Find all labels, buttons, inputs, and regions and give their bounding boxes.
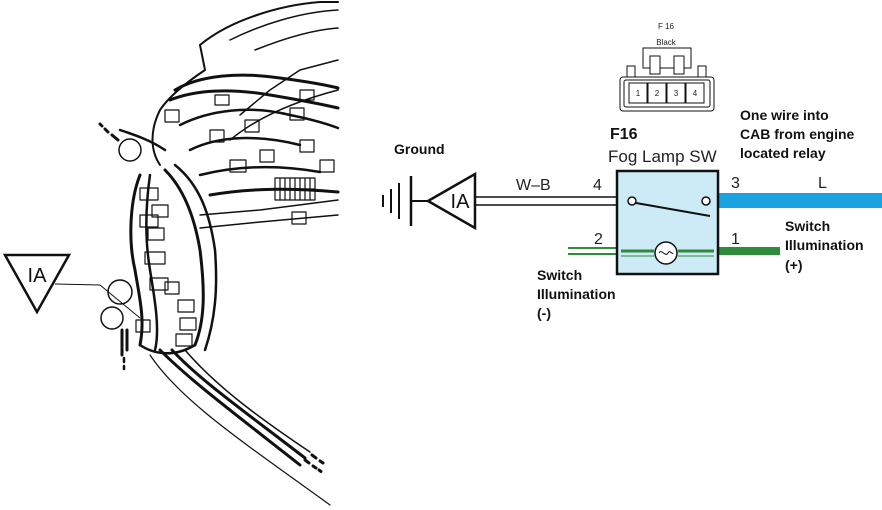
illumination-plus-note: Switch Illumination (+) (785, 218, 864, 273)
connector-pin-3: 3 (674, 89, 679, 98)
svg-text:(+): (+) (785, 257, 803, 273)
wire-pin3-color-code: L (818, 175, 827, 192)
locator-ia-code: IA (28, 265, 48, 287)
connector-id: F16 (610, 126, 638, 143)
ground-icon (382, 176, 428, 226)
wire-pin4-color-code: W–B (516, 177, 551, 194)
wire-pin2 (568, 247, 617, 255)
wire-pin3 (718, 193, 882, 208)
svg-text:Switch: Switch (537, 267, 582, 283)
ground-label: Ground (394, 141, 445, 157)
pin3-label: 3 (731, 175, 740, 192)
connector-header-color: Black (656, 38, 677, 47)
connector-pin-1: 1 (636, 89, 641, 98)
connector-pin-2: 2 (655, 89, 660, 98)
fog-lamp-switch (615, 169, 720, 276)
svg-text:CAB from engine: CAB from engine (740, 126, 855, 142)
connector-face-icon: F 16 Black 1 2 3 4 (619, 22, 715, 112)
illumination-minus-note: Switch Illumination (-) (537, 267, 616, 321)
svg-text:(-): (-) (537, 305, 551, 321)
svg-text:Illumination: Illumination (537, 286, 616, 302)
svg-text:One wire into: One wire into (740, 107, 829, 123)
wire-pin4 (475, 196, 617, 206)
connector-header-id: F 16 (658, 22, 675, 31)
illumination-bulb-icon (654, 241, 678, 265)
harness-locator-drawing (98, 1, 340, 506)
pin4-label: 4 (593, 177, 602, 194)
svg-text:Switch: Switch (785, 218, 830, 234)
locator-leader-line (54, 283, 141, 319)
relay-note: One wire into CAB from engine located re… (740, 107, 855, 161)
pin1-label: 1 (731, 231, 740, 248)
ground-ia-code: IA (451, 191, 471, 213)
connector-name: Fog Lamp SW (608, 147, 717, 166)
ground-ia-triangle: IA (425, 171, 477, 231)
locator-ia-triangle: IA (2, 253, 72, 315)
wire-pin1 (718, 247, 780, 255)
pin2-label: 2 (594, 231, 603, 248)
connector-pin-4: 4 (693, 89, 698, 98)
svg-text:Illumination: Illumination (785, 237, 864, 253)
svg-text:located relay: located relay (740, 145, 826, 161)
